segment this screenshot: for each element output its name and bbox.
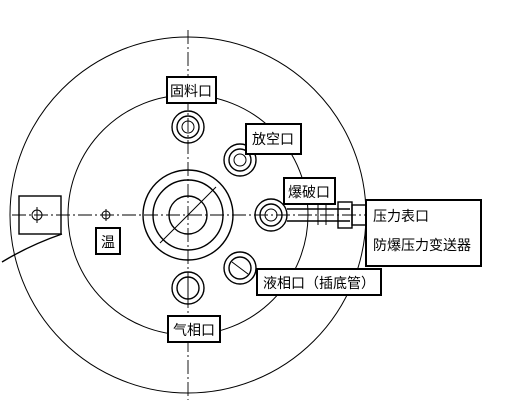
center-nozzle-outer [142,169,234,261]
label-gas-port: 气相口 [167,315,221,343]
label-liquid-port: 液相口（插底管） [256,268,382,296]
temp-port-symbol [101,209,111,221]
label-vent-port-text: 放空口 [252,132,294,148]
label-temp-text: 温 [101,235,115,251]
vent-port-symbol [223,143,257,177]
burst-port-symbol [254,198,288,232]
solid-port-symbol [171,110,205,144]
label-burst-port: 爆破口 [283,177,336,205]
label-gas-port-text: 气相口 [173,323,215,339]
label-pressure-gauge: 压力表口 防爆压力变送器 [365,199,482,267]
label-burst-port-text: 爆破口 [288,185,330,201]
label-solid-port: 固料口 [166,76,217,104]
label-temp: 温 [95,227,121,255]
center-nozzle-inner [168,195,208,235]
gas-port-symbol [171,271,205,305]
label-explosion-proof-transmitter-text: 防爆压力变送器 [373,238,471,254]
label-vent-port: 放空口 [245,123,302,155]
center-nozzle-diagonal [159,186,217,244]
center-nozzle-mid [152,179,224,251]
liquid-port-symbol [223,251,257,285]
side-lug [1,195,70,263]
label-solid-port-text: 固料口 [170,84,212,100]
label-liquid-port-text: 液相口（插底管） [263,276,375,292]
label-pressure-gauge-port-text: 压力表口 [373,209,429,225]
